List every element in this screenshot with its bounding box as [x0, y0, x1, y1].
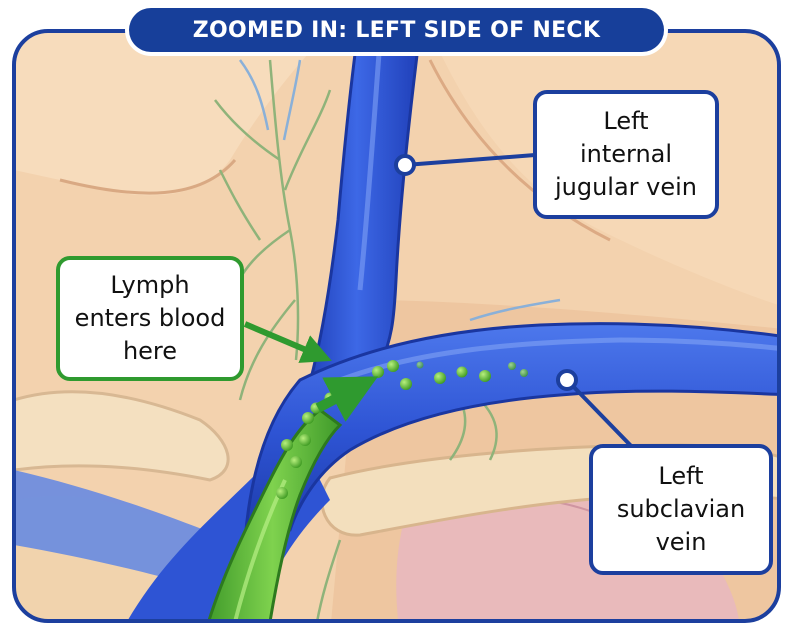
- jugular-marker-dot: [396, 156, 414, 174]
- subclavian-label: Left subclavian vein: [589, 444, 773, 575]
- internal-jugular-label: Left internal jugular vein: [533, 90, 719, 219]
- page-title: ZOOMED IN: LEFT SIDE OF NECK: [129, 8, 664, 52]
- subclavian-marker-dot: [558, 371, 576, 389]
- lymph-entry-label: Lymph enters blood here: [56, 256, 244, 381]
